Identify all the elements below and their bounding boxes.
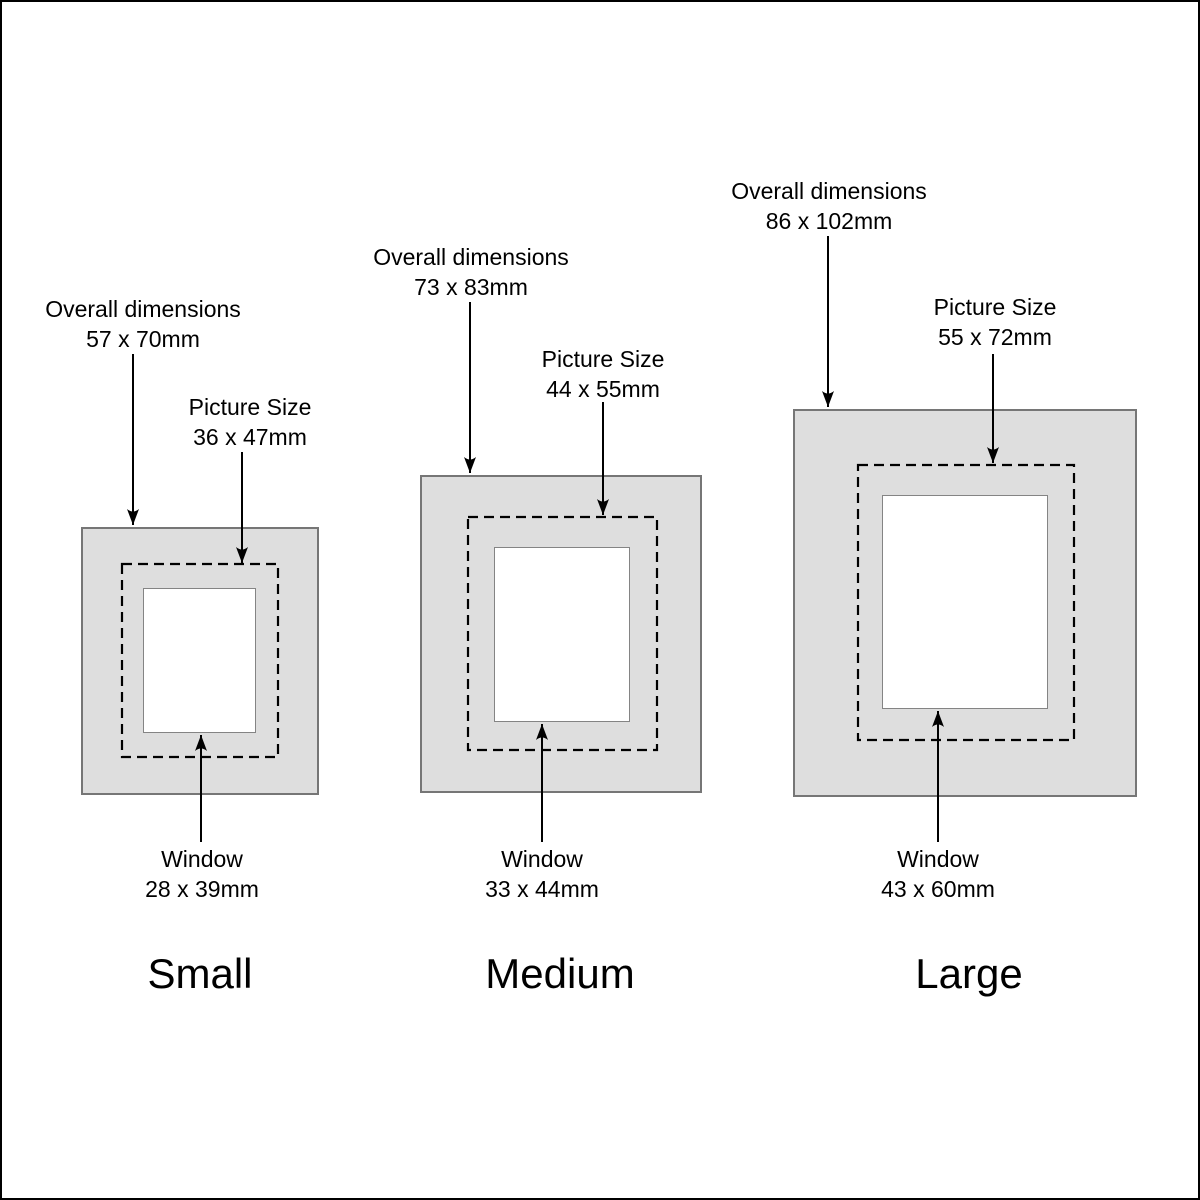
large-window-value: 43 x 60mm <box>881 876 995 902</box>
small-window-label-text: Window <box>161 846 243 872</box>
small-overall-value: 57 x 70mm <box>86 326 200 352</box>
medium-window-label-text: Window <box>501 846 583 872</box>
large-picture-value: 55 x 72mm <box>938 324 1052 350</box>
small-window-value: 28 x 39mm <box>145 876 259 902</box>
medium-picture-value: 44 x 55mm <box>546 376 660 402</box>
medium-window-label: Window 33 x 44mm <box>485 844 599 904</box>
large-overall-label: Overall dimensions 86 x 102mm <box>731 176 927 236</box>
medium-picture-label: Picture Size 44 x 55mm <box>542 344 665 404</box>
small-picture-label-text: Picture Size <box>188 394 312 420</box>
large-size-name: Large <box>915 950 1023 997</box>
small-window-label: Window 28 x 39mm <box>145 844 259 904</box>
large-overall-label-text: Overall dimensions <box>731 178 927 204</box>
medium-size-name: Medium <box>485 950 635 997</box>
small-overall-label: Overall dimensions 57 x 70mm <box>45 294 241 354</box>
small-size-name: Small <box>147 950 253 997</box>
small-picture-value: 36 x 47mm <box>193 424 307 450</box>
large-window-label: Window 43 x 60mm <box>881 844 995 904</box>
medium-overall-label-text: Overall dimensions <box>373 244 569 270</box>
medium-window-value: 33 x 44mm <box>485 876 599 902</box>
medium-overall-label: Overall dimensions 73 x 83mm <box>373 242 569 302</box>
medium-overall-value: 73 x 83mm <box>414 274 528 300</box>
small-picture-label: Picture Size 36 x 47mm <box>189 392 312 452</box>
medium-picture-label-text: Picture Size <box>541 346 665 372</box>
small-overall-label-text: Overall dimensions <box>45 296 241 322</box>
large-picture-label-text: Picture Size <box>933 294 1057 320</box>
large-window-label-text: Window <box>897 846 979 872</box>
large-picture-label: Picture Size 55 x 72mm <box>934 292 1057 352</box>
small-window <box>143 588 256 733</box>
medium-window <box>494 547 630 722</box>
large-window <box>882 495 1048 709</box>
large-overall-value: 86 x 102mm <box>765 208 893 234</box>
